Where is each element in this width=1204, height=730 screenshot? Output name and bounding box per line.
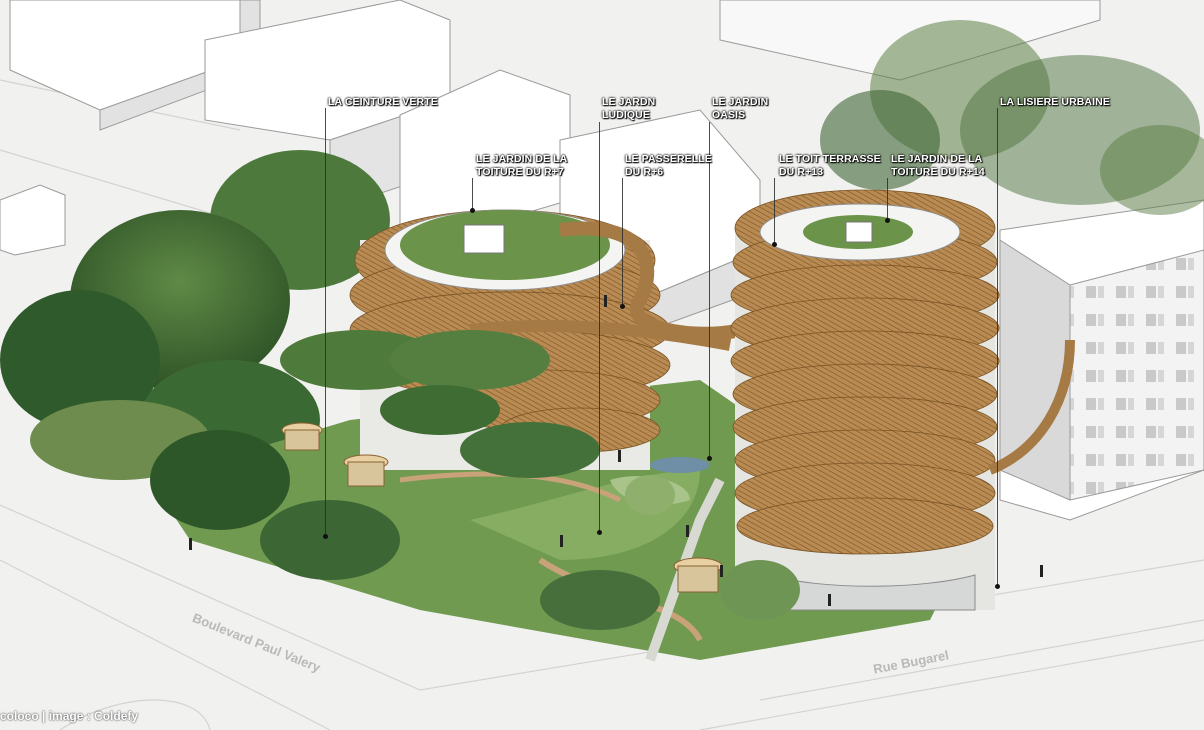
marker-jardin-oasis — [707, 456, 712, 461]
marker-passerelle-r6 — [620, 304, 625, 309]
label-line: DU R+6 — [625, 166, 664, 178]
label-line: LUDIQUE — [602, 109, 650, 121]
label-lisiere-urbaine: LA LISIERE URBAINE — [1000, 96, 1110, 108]
leader-lisiere-urbaine — [997, 108, 998, 586]
tower-right — [730, 189, 1075, 611]
kiosks — [281, 422, 723, 593]
marker-jardin-ludique — [597, 530, 602, 535]
label-jardin-oasis: LE JARDIN OASIS — [712, 96, 768, 122]
label-line: DU R+13 — [779, 166, 824, 178]
pedestrians — [189, 295, 1043, 606]
label-line: TOITURE DU R+7 — [476, 166, 564, 178]
marker-jardin-toiture-r7 — [470, 208, 475, 213]
foreground-pines — [150, 330, 800, 630]
leader-toit-terrasse-r13 — [774, 178, 775, 244]
marker-lisiere-urbaine — [995, 584, 1000, 589]
marker-toit-terrasse-r13 — [772, 242, 777, 247]
label-jardin-ludique: LE JARDN LUDIQUE — [602, 96, 655, 122]
residential-block — [999, 239, 1204, 501]
label-line: TOITURE DU R+14 — [891, 166, 985, 178]
label-passerelle-r6: LE PASSERELLE DU R+6 — [625, 153, 712, 179]
label-line: LE JARDIN — [712, 96, 769, 108]
leader-jardin-ludique — [599, 122, 600, 532]
leader-ceinture-verte — [325, 108, 326, 536]
label-line: LE JARDIN DE LA — [891, 153, 983, 165]
leader-passerelle-r6 — [622, 178, 623, 306]
label-line: OASIS — [712, 109, 746, 121]
tree-cluster-right — [820, 20, 1204, 215]
leader-jardin-toiture-r14 — [887, 178, 888, 220]
leader-jardin-toiture-r7 — [472, 178, 473, 210]
image-credit: coloco | image : Coldefy — [0, 709, 139, 723]
label-line: LE JARDN — [602, 96, 656, 108]
label-toit-terrasse-r13: LE TOIT TERRASSE DU R+13 — [779, 153, 881, 179]
marker-ceinture-verte — [323, 534, 328, 539]
label-line: LE JARDIN DE LA — [476, 153, 568, 165]
label-ceinture-verte: LA CEINTURE VERTE — [328, 96, 438, 108]
leader-jardin-oasis — [709, 122, 710, 458]
label-jardin-toiture-r14: LE JARDIN DE LA TOITURE DU R+14 — [891, 153, 985, 179]
label-jardin-toiture-r7: LE JARDIN DE LA TOITURE DU R+7 — [476, 153, 567, 179]
passerelle — [469, 221, 742, 351]
marker-jardin-toiture-r14 — [885, 218, 890, 223]
label-line: LE PASSERELLE — [625, 153, 712, 165]
label-line: LE TOIT TERRASSE — [779, 153, 881, 165]
